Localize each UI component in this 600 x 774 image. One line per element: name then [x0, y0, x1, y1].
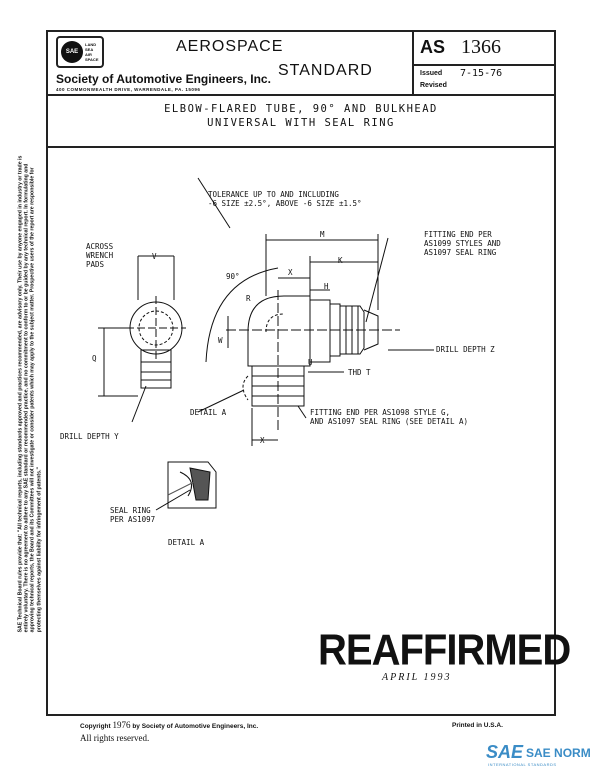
fitting-threads [339, 305, 365, 355]
header-divider-horizontal [412, 64, 554, 66]
reaffirmed-date: APRIL 1993 [382, 672, 452, 683]
brand-subtitle: INTERNATIONAL STANDARDS [488, 762, 557, 767]
detail-a-outline [167, 461, 217, 509]
dim-x-bottom: X [260, 436, 265, 445]
drill-depth-z: DRILL DEPTH Z [436, 345, 495, 354]
angle-arc [205, 267, 279, 363]
brand-logo-icon: SAE [486, 742, 524, 762]
dim-w: W [218, 336, 223, 345]
society-name: Society of Automotive Engineers, Inc. [56, 72, 271, 86]
copyright-line: Copyright 1976 by Society of Automotive … [80, 720, 259, 730]
brand-name: SAE NORM [526, 745, 591, 760]
hex-section [309, 299, 331, 363]
seal-ring-note: SEAL RING PER AS1097 [110, 506, 156, 524]
dim-x-top: X [288, 268, 293, 277]
document-frame: SAE LAND SEA AIR SPACE AEROSPACE STANDAR… [46, 30, 556, 716]
end-view-body [140, 349, 172, 389]
elbow-body [247, 295, 311, 367]
dim-h: H [324, 282, 329, 291]
brand-watermark: SAE SAE NORM [486, 742, 591, 763]
side-legal-notice: SAE Technical Board rules provide that: … [17, 155, 43, 633]
dim-m: M [320, 230, 325, 239]
dim-u: U [308, 358, 313, 367]
detail-a-title: DETAIL A [168, 538, 205, 547]
rights-reserved: All rights reserved. [80, 733, 150, 743]
dim-r: R [246, 294, 251, 303]
dim-v: V [152, 252, 157, 261]
document-subtitle: ELBOW-FLARED TUBE, 90° AND BULKHEAD UNIV… [48, 96, 554, 148]
dim-q: Q [92, 354, 97, 363]
angle-label: 90° [226, 272, 240, 281]
drill-depth-y: DRILL DEPTH Y [60, 432, 119, 441]
sae-logo-icon: SAE [61, 41, 83, 63]
printed-in: Printed in U.S.A. [452, 722, 503, 729]
sae-logo: SAE LAND SEA AIR SPACE [56, 36, 104, 68]
thd-t: THD T [348, 368, 371, 377]
revised-label: Revised [420, 82, 447, 89]
fitting-end-note-2: FITTING END PER AS1098 STYLE G, AND AS10… [310, 408, 469, 426]
dim-k: K [338, 256, 343, 265]
fitting-end-note-1: FITTING END PER AS1099 STYLES AND AS1097… [424, 230, 501, 257]
issued-date: 7-15-76 [460, 68, 503, 79]
title-aerospace: AEROSPACE [176, 38, 284, 55]
technical-drawing: TOLERANCE UP TO AND INCLUDING -6 SIZE ±2… [48, 150, 554, 714]
drawing-svg [98, 177, 434, 511]
logo-lines: LAND SEA AIR SPACE [85, 42, 99, 62]
society-address: 400 COMMONWEALTH DRIVE, WARRENDALE, PA. … [56, 87, 201, 92]
detail-a-ref: DETAIL A [190, 408, 227, 417]
header-block: SAE LAND SEA AIR SPACE AEROSPACE STANDAR… [48, 32, 554, 96]
issued-label: Issued [420, 70, 443, 77]
title-standard: STANDARD [278, 62, 373, 79]
across-wrench-label: ACROSS WRENCH PADS [86, 242, 114, 269]
tolerance-note: TOLERANCE UP TO AND INCLUDING -6 SIZE ±2… [208, 190, 362, 208]
reaffirmed-stamp: REAFFIRMED [318, 625, 571, 675]
